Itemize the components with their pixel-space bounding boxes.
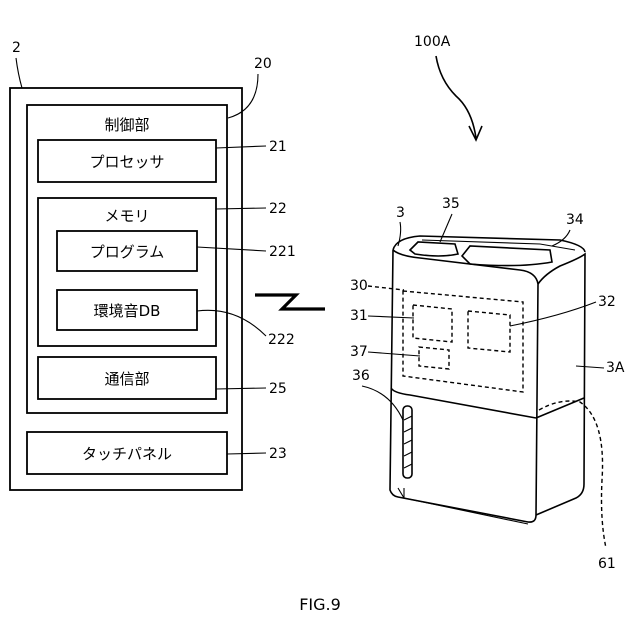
leader-area-left <box>368 316 414 318</box>
ref-panel: 30 <box>350 278 368 294</box>
ref-side: 3A <box>606 360 625 376</box>
program-label: プログラム <box>90 243 165 261</box>
touch-panel-label: タッチパネル <box>82 445 172 463</box>
top-ridge <box>422 240 575 250</box>
ref-tank: 35 <box>442 196 460 212</box>
ref-area-left: 31 <box>350 308 368 324</box>
area-left-dashed <box>413 305 452 342</box>
body-side <box>536 254 585 515</box>
leader-panel <box>368 286 404 290</box>
body-front-left <box>390 250 536 522</box>
area-small-dashed <box>419 347 449 369</box>
body-front-top <box>393 250 538 515</box>
ref-processor: 21 <box>269 139 287 155</box>
ref-top: 34 <box>566 212 584 228</box>
ref-area-small: 37 <box>350 344 368 360</box>
arrow-appliance <box>436 56 476 138</box>
processor-label: プロセッサ <box>89 153 164 171</box>
dashed-curve-61 <box>539 401 606 548</box>
comm-unit-label: 通信部 <box>104 370 149 388</box>
memory-label: メモリ <box>104 207 149 225</box>
terminal-device: 2 制御部 20 プロセッサ 21 メモリ 22 プログラム 221 環境音DB… <box>10 40 296 490</box>
leader-window <box>362 386 403 420</box>
ref-memory: 22 <box>269 201 287 217</box>
ref-program: 221 <box>269 244 296 260</box>
ref-dashed: 61 <box>598 556 616 572</box>
leader-top <box>552 230 570 246</box>
leader-body <box>398 222 401 246</box>
sound-db-label: 環境音DB <box>94 302 161 320</box>
ref-device: 2 <box>12 40 21 56</box>
leader-device <box>16 58 22 88</box>
ref-window: 36 <box>352 368 370 384</box>
ref-sound-db: 222 <box>268 332 295 348</box>
top-panel <box>462 246 552 266</box>
body-split-side <box>536 398 584 418</box>
leader-area-small <box>368 352 420 356</box>
ref-control-unit: 20 <box>254 56 272 72</box>
ref-appliance: 100A <box>414 34 451 50</box>
ref-body: 3 <box>396 205 405 221</box>
leader-tank <box>440 214 452 242</box>
window-hatching <box>404 416 412 468</box>
area-right-dashed <box>468 311 510 352</box>
control-unit-label: 制御部 <box>104 116 149 134</box>
ref-area-right: 32 <box>598 294 616 310</box>
figure-caption: FIG.9 <box>299 595 341 614</box>
ref-touch-panel: 23 <box>269 446 287 462</box>
wireless-link-icon <box>255 295 325 309</box>
leader-side <box>576 366 604 368</box>
ref-comm-unit: 25 <box>269 381 287 397</box>
appliance-drawing: 100A 36 61 3 35 <box>350 34 625 572</box>
tank-lid <box>410 242 458 256</box>
